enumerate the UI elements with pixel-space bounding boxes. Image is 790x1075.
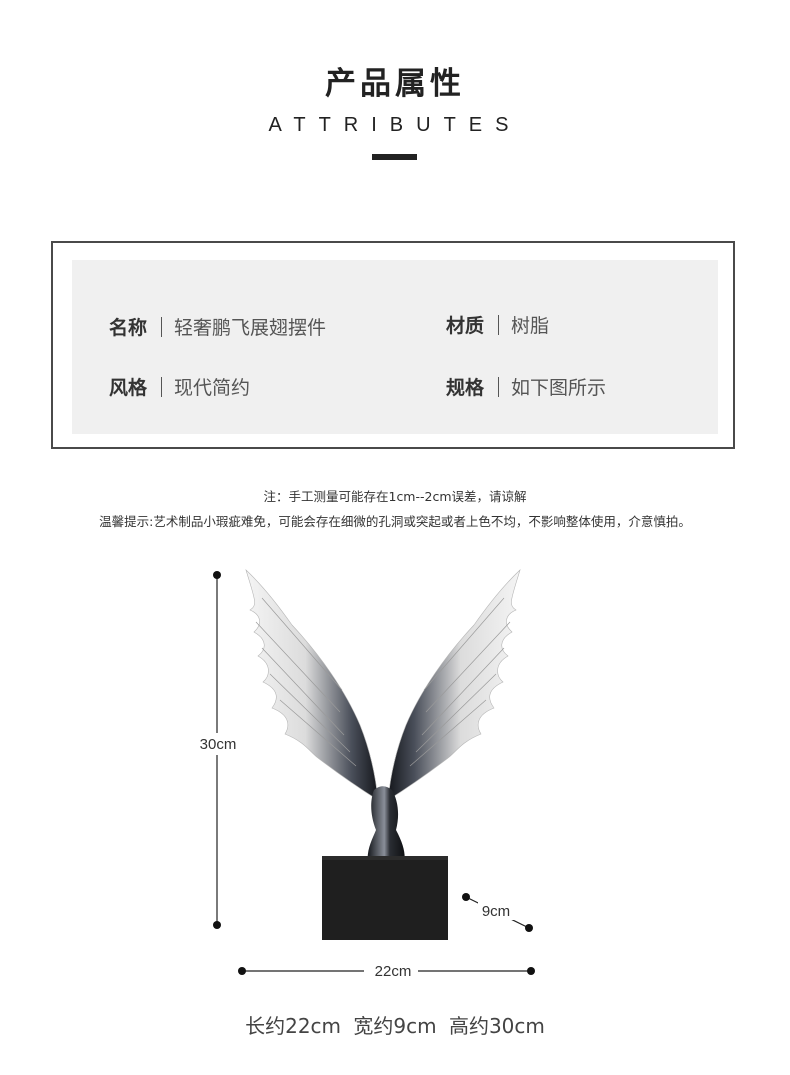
height-dimension: 30cm — [196, 571, 240, 929]
attribute-label: 材质 — [446, 315, 485, 337]
attribute-separator — [498, 314, 500, 335]
attribute-value: 现代简约 — [174, 377, 251, 399]
dimension-summary: 长约22cm 宽约9cm 高约30cm — [245, 1014, 545, 1038]
depth-label: 9cm — [482, 903, 510, 920]
attribute-separator — [498, 376, 500, 397]
sculpture-base — [322, 856, 448, 940]
attribute-style: 风格 现代简约 — [109, 373, 250, 400]
attribute-label: 风格 — [109, 377, 148, 399]
page-subtitle: ATTRIBUTES — [268, 114, 522, 136]
attribute-value: 如下图所示 — [511, 377, 607, 399]
attribute-value: 轻奢鹏飞展翅摆件 — [174, 317, 327, 339]
width-label: 22cm — [375, 963, 412, 980]
attribute-label: 规格 — [446, 377, 485, 399]
attribute-separator — [161, 316, 163, 337]
attributes-panel: 名称 轻奢鹏飞展翅摆件 材质 树脂 风格 现代简约 规格 如下图所示 — [72, 260, 718, 434]
depth-dimension: 9cm — [462, 893, 533, 932]
wing-sculpture — [245, 569, 521, 940]
height-label: 30cm — [200, 736, 237, 753]
notes: 注：手工测量可能存在1cm--2cm误差，请谅解 温馨提示:艺术制品小瑕疵难免，… — [0, 484, 790, 534]
attribute-spec: 规格 如下图所示 — [446, 373, 606, 400]
title-underline — [372, 154, 417, 160]
care-note: 温馨提示:艺术制品小瑕疵难免，可能会存在细微的孔洞或突起或者上色不均，不影响整体… — [99, 514, 691, 529]
attribute-separator — [161, 376, 163, 397]
width-dimension: 22cm — [238, 960, 535, 982]
product-illustration: 30cm 22cm 9cm — [196, 569, 535, 982]
measurement-note: 注：手工测量可能存在1cm--2cm误差，请谅解 — [263, 489, 527, 504]
attribute-name: 名称 轻奢鹏飞展翅摆件 — [109, 313, 326, 340]
attribute-label: 名称 — [109, 317, 148, 339]
attribute-material: 材质 树脂 — [446, 311, 549, 338]
attribute-value: 树脂 — [511, 315, 550, 337]
attributes-box: 名称 轻奢鹏飞展翅摆件 材质 树脂 风格 现代简约 规格 如下图所示 — [51, 241, 735, 449]
page-title: 产品属性 — [325, 66, 465, 102]
